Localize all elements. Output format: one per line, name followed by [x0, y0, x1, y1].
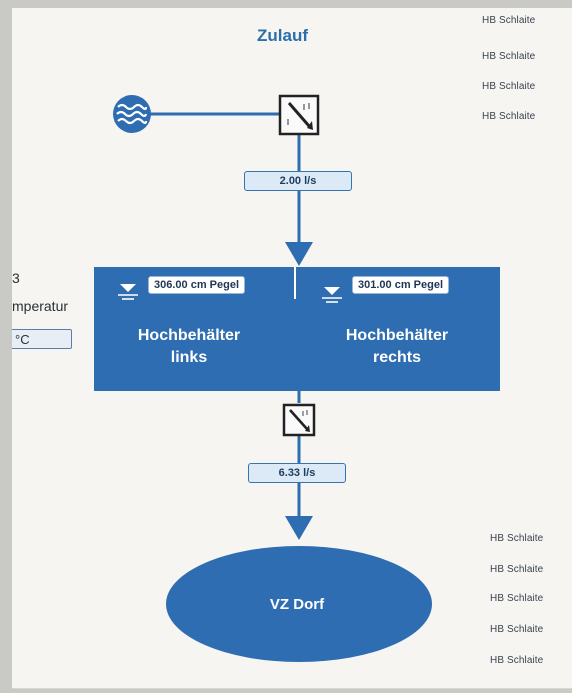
water-source-icon[interactable] — [110, 93, 154, 137]
inflow-arrow — [285, 242, 313, 266]
tank-label-right: Hochbehälter rechts — [322, 325, 472, 369]
side-label: HB Schlaite — [490, 624, 544, 635]
left-panel-label: 3 — [12, 270, 20, 286]
tank-right-side: rechts — [372, 349, 422, 366]
page-title: Zulauf — [257, 26, 308, 45]
inflow-value-box: 2.00 l/s — [244, 171, 352, 191]
outflow-value: 6.33 l/s — [278, 467, 316, 479]
side-label: HB Schlaite — [490, 564, 544, 575]
tank-divider — [294, 267, 296, 299]
level-value-left: 306.00 cm Pegel — [148, 276, 246, 294]
outflow-arrow — [285, 516, 313, 540]
side-label: HB Schlaite — [482, 51, 536, 62]
side-label: HB Schlaite — [490, 533, 544, 544]
tank-left-name: Hochbehälter — [137, 327, 241, 344]
side-label: HB Schlaite — [482, 81, 536, 92]
flow-meter-icon[interactable] — [282, 403, 316, 437]
temperature-field[interactable]: °C — [12, 329, 72, 349]
tank-container[interactable]: 306.00 cm Pegel 301.00 cm Pegel Hochbehä… — [94, 267, 500, 391]
tank-left-side: links — [170, 349, 208, 366]
tank-right-name: Hochbehälter — [345, 327, 449, 344]
left-panel-label: mperatur — [12, 298, 69, 314]
destination-ellipse — [166, 546, 432, 662]
destination-label[interactable]: VZ Dorf — [269, 596, 325, 613]
side-label: HB Schlaite — [482, 111, 536, 122]
level-value-right: 301.00 cm Pegel — [352, 276, 450, 294]
inflow-value: 2.00 l/s — [279, 175, 317, 187]
flow-meter-icon[interactable] — [278, 94, 320, 136]
side-label: HB Schlaite — [490, 593, 544, 604]
side-label: HB Schlaite — [490, 655, 544, 666]
temperature-unit: °C — [15, 332, 30, 347]
water-level-icon — [118, 284, 138, 300]
side-label: HB Schlaite — [482, 15, 536, 26]
screen: Zulauf HB Schlaite HB Schlaite HB Schlai… — [12, 8, 572, 689]
tank-label-left: Hochbehälter links — [114, 325, 264, 369]
outflow-value-box: 6.33 l/s — [248, 463, 346, 483]
water-level-icon — [322, 287, 342, 303]
